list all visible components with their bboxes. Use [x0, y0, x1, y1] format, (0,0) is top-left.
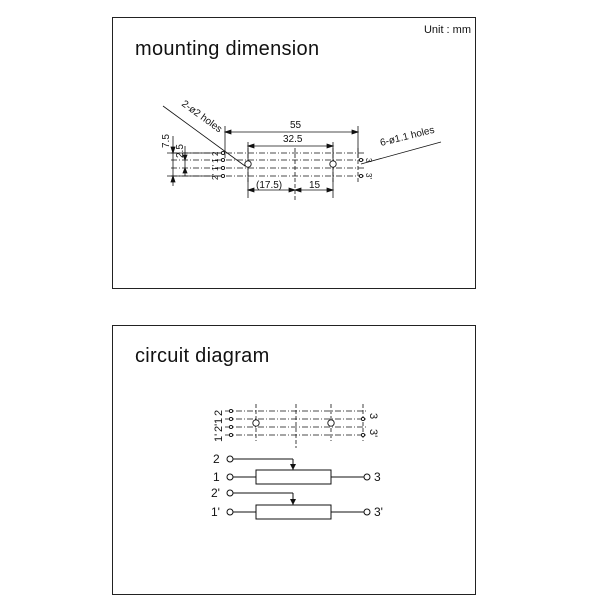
label-pin-1p: 1' — [211, 165, 220, 171]
terminal-label-1p: 1' — [211, 505, 220, 519]
mounting-drawing: 2-ø2 holes 6-ø1.1 holes 55 32.5 (17.5) 1… — [161, 99, 442, 202]
label-32-5: 32.5 — [283, 134, 303, 145]
terminal-1 — [226, 473, 234, 481]
circuit-mount-hole-right — [327, 419, 335, 427]
mounting-dimension-panel: mounting dimension Unit : mm — [112, 17, 476, 289]
label-pin-2p: 2' — [211, 174, 220, 180]
label-pin-1: 1 — [211, 158, 220, 163]
label-pin-3p: 3' — [364, 173, 373, 179]
resistor-1 — [255, 469, 332, 485]
terminal-2 — [226, 455, 234, 463]
circuit-title: circuit diagram — [135, 345, 270, 367]
terminal-label-2p: 2' — [211, 486, 220, 500]
wiper-arrow-2 — [290, 499, 296, 505]
terminal-3 — [363, 473, 371, 481]
mounting-title: mounting dimension — [135, 38, 320, 60]
circuit-diagram-panel: circuit diagram 2 1 2' 1' — [112, 325, 476, 595]
label-17-5: (17.5) — [256, 180, 282, 191]
terminal-label-1: 1 — [213, 470, 220, 484]
wiper-arrow-1 — [290, 464, 296, 470]
circuit-pin-1: 1 — [213, 418, 225, 424]
label-6-holes: 6-ø1.1 holes — [379, 125, 436, 149]
label-pin-3: 3 — [364, 158, 373, 163]
circuit-pin-3p: 3' — [367, 429, 379, 437]
resistor-2 — [255, 504, 332, 520]
pin-hole-1 — [220, 157, 226, 163]
leader-6-holes — [360, 141, 442, 165]
label-7-5: 7.5 — [161, 134, 172, 148]
circuit-pin-1p: 1' — [213, 434, 225, 442]
label-2-5: 2.5 — [175, 144, 186, 158]
label-pin-2: 2 — [211, 151, 220, 156]
label-2-holes: 2-ø2 holes — [179, 99, 224, 136]
terminal-label-3p: 3' — [374, 505, 383, 519]
label-15: 15 — [309, 180, 321, 191]
pin-hole-2 — [220, 150, 226, 156]
terminal-label-2: 2 — [213, 452, 220, 466]
circuit-pin-2p: 2' — [213, 424, 225, 432]
mount-hole-left — [244, 160, 252, 168]
circuit-mount-hole-left — [252, 419, 260, 427]
pin-hole-2p — [220, 173, 226, 179]
label-55: 55 — [290, 120, 302, 131]
mount-hole-right — [329, 160, 337, 168]
leader-2-holes — [162, 105, 246, 167]
circuit-pin-2: 2 — [213, 410, 225, 416]
circuit-drawing: 2 1 2' 1' 3 3' — [211, 404, 383, 520]
circuit-pin-3: 3 — [367, 413, 379, 419]
terminal-3p — [363, 508, 371, 516]
terminal-1p — [226, 508, 234, 516]
terminal-label-3: 3 — [374, 470, 381, 484]
unit-label: Unit : mm — [423, 24, 471, 36]
pin-hole-1p — [220, 165, 226, 171]
terminal-2p — [226, 489, 234, 497]
pin-hole-3p — [358, 173, 364, 179]
pin-hole-3 — [358, 157, 364, 163]
